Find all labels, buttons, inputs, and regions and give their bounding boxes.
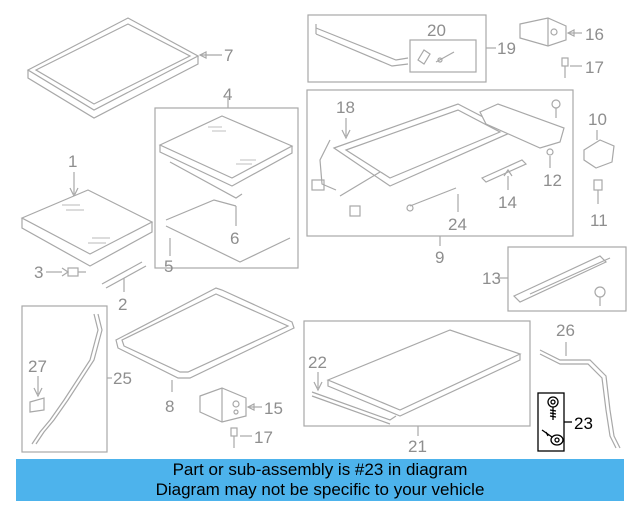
label-part-11: 11 [590,211,608,230]
label-part-13: 13 [482,269,501,288]
label-part-3: 3 [34,263,43,282]
label-part-22: 22 [308,353,327,372]
label-part-21: 21 [408,437,427,456]
part-1-glass: 1 3 2 [20,152,154,314]
label-part-1: 1 [68,152,77,171]
part-15-motor: 15 17 [199,387,283,448]
label-part-12: 12 [543,171,562,190]
part-7-glass-panel: 7 [26,17,233,119]
label-part-26: 26 [556,321,575,340]
label-part-5: 5 [164,257,173,276]
screw-icon [547,396,559,420]
part-10-bracket: 10 11 [583,110,615,230]
label-part-25: 25 [113,369,132,388]
label-part-6: 6 [230,229,239,248]
label-part-18: 18 [336,98,355,117]
label-part-2: 2 [118,295,127,314]
info-banner: Part or sub-assembly is #23 in diagram D… [16,459,624,501]
part-4-assembly-box: 4 6 5 [154,85,299,276]
part-13-box: 13 [482,246,627,312]
part-26-drain-hose: 26 [539,321,621,449]
part-21-sunshade-box: 21 22 [303,320,531,456]
label-part-14: 14 [498,193,517,212]
label-part-8: 8 [165,397,174,416]
banner-line-1: Part or sub-assembly is #23 in diagram [172,460,468,479]
label-part-20: 20 [427,21,446,40]
part-25-box: 25 27 [21,305,132,453]
label-part-10: 10 [588,110,607,129]
part-16-motor: 16 17 [519,17,604,78]
screw-icon [541,429,564,446]
part-19-box: 19 20 [307,14,516,83]
label-part-16: 16 [585,25,604,44]
part-23-highlight[interactable]: 23 [537,392,593,452]
label-part-17-bottom: 17 [254,428,273,447]
part-8-weatherstrip: 8 [115,287,295,416]
label-part-27: 27 [28,357,47,376]
parts-diagram: 7 4 6 5 1 3 [20,14,627,456]
label-part-17-top: 17 [585,58,604,77]
label-part-4: 4 [223,85,232,104]
part-9-frame-box: 9 18 12 14 24 [306,89,574,267]
banner-line-2: Diagram may not be specific to your vehi… [155,480,485,499]
label-part-15: 15 [264,399,283,418]
label-part-23[interactable]: 23 [574,414,593,433]
label-part-19: 19 [497,39,516,58]
label-part-9: 9 [435,248,444,267]
label-part-24: 24 [448,215,467,234]
label-part-7: 7 [224,46,233,65]
